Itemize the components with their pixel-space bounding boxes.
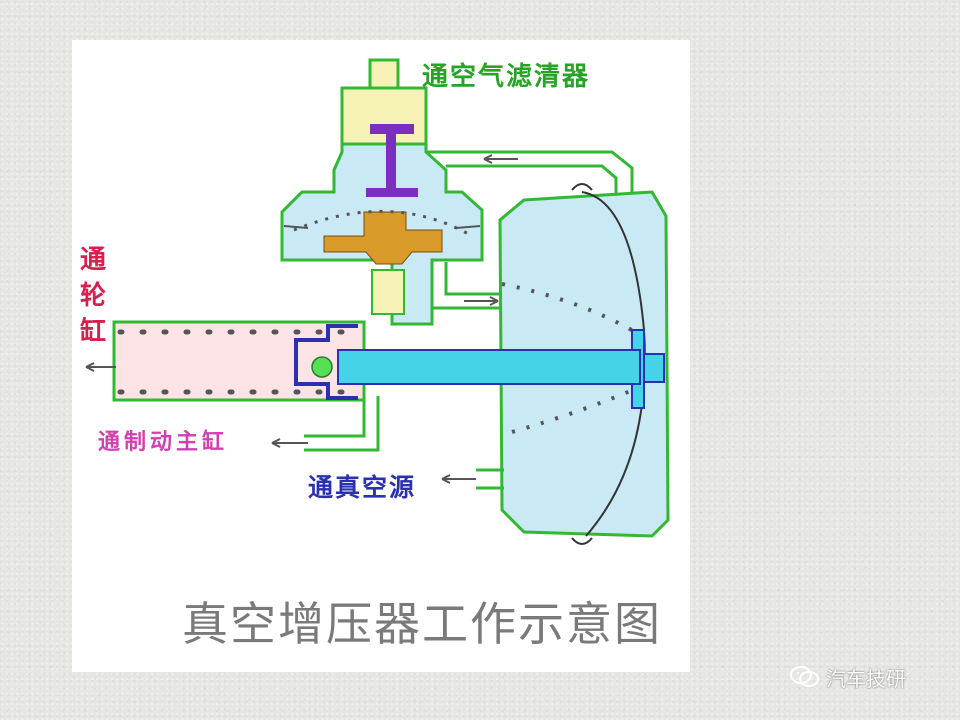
valve-stem-plate <box>366 188 418 197</box>
watermark-text: 汽车技研 <box>826 666 906 691</box>
poppet-valve <box>323 211 443 265</box>
booster-spring-lower <box>511 384 643 434</box>
flow-arrow-booster <box>464 296 499 306</box>
diagram-caption: 真空增压器工作示意图 <box>182 597 662 651</box>
air-pipe-inner <box>446 164 618 196</box>
valve-stem <box>386 134 396 190</box>
flow-arrow-air <box>483 154 518 164</box>
upper-valve-housing <box>340 86 428 146</box>
booster-spring-upper <box>501 282 644 338</box>
lower-pipe-inner <box>444 262 500 296</box>
lower-pipe <box>430 262 500 310</box>
booster-plate-hub <box>643 353 665 383</box>
vacuum-booster-diagram <box>85 58 670 545</box>
control-diaphragm <box>293 210 473 238</box>
air-pipe <box>426 150 634 196</box>
diagram-panel: 通空气滤清器 通轮缸 通制动主缸 通真空源 真空增压器工作示意图 <box>72 40 690 672</box>
flow-arrow-master <box>271 438 308 448</box>
flow-arrow-wheel <box>85 362 116 372</box>
push-rod-ball <box>311 356 333 378</box>
output-piston-cup <box>294 324 358 400</box>
push-rod <box>337 349 641 385</box>
filter-label: 通空气滤清器 <box>422 62 591 92</box>
master-cylinder-label: 通制动主缸 <box>98 429 229 455</box>
vacuum-source-label: 通真空源 <box>308 473 417 502</box>
booster-bottom-clip <box>571 537 593 545</box>
valve-stem-cap <box>370 124 414 134</box>
flow-arrow-vacuum <box>441 474 476 484</box>
wechat-icon <box>790 666 819 687</box>
wheel-cylinder-label: 通轮缸 <box>79 245 106 347</box>
master-cylinder-pipe <box>304 396 380 452</box>
control-piston <box>371 269 405 315</box>
filter-inlet-tube <box>368 58 400 92</box>
booster-top-clip <box>571 183 593 191</box>
watermark: 汽车技研 <box>790 664 906 691</box>
vacuum-inlet <box>476 468 504 490</box>
control-diaphragm-edge <box>283 225 481 229</box>
